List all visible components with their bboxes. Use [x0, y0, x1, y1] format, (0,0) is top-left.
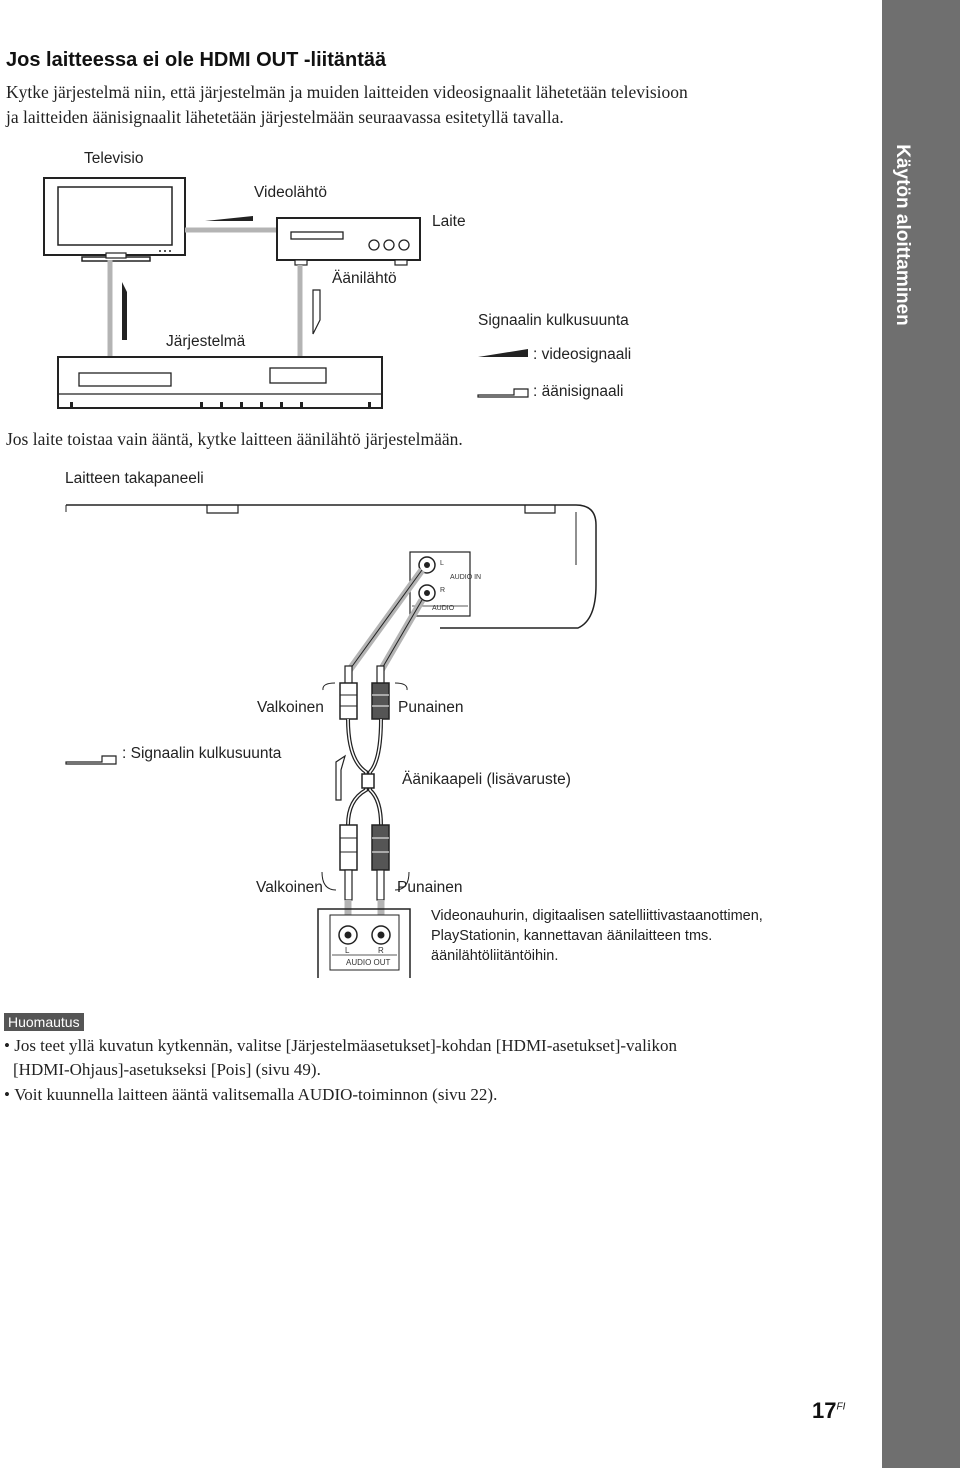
label-white-top: Valkoinen: [257, 699, 324, 716]
note-bullet-1-line-1: Jos teet yllä kuvatun kytkennän, valitse…: [14, 1036, 678, 1055]
note-bullet-2-text: Voit kuunnella laitteen ääntä valitsemal…: [14, 1085, 498, 1104]
section-heading: Jos laitteessa ei ole HDMI OUT -liitäntä…: [6, 49, 387, 71]
sources-line-2: PlayStationin, kannettavan äänilaitteen …: [431, 928, 713, 944]
note-bullet-2: • Voit kuunnella laitteen ääntä valitsem…: [4, 1085, 498, 1104]
label-audio-out: Äänilähtö: [332, 270, 397, 287]
cable-splitter: [361, 773, 375, 789]
intro-line-1: Kytke järjestelmä niin, että järjestelmä…: [6, 82, 688, 102]
out-l-label: L: [345, 946, 350, 955]
top-plugs: [322, 665, 408, 720]
video-signal-arrow: [205, 216, 253, 221]
television-illustration: [43, 177, 186, 262]
note-bullet-1-line-2: [HDMI-Ohjaus]-asetukseksi [Pois] (sivu 4…: [13, 1060, 321, 1079]
label-white-bottom: Valkoinen: [256, 879, 323, 896]
note-badge: Huomautus: [4, 1013, 84, 1031]
device-illustration: [276, 217, 421, 266]
section-sidebar: [882, 0, 960, 1468]
legend-audio-label: : äänisignaali: [533, 383, 624, 400]
note-bullet-1: • Jos teet yllä kuvatun kytkennän, valit…: [4, 1036, 678, 1055]
page-number-suffix: FI: [836, 1401, 846, 1413]
audio-out-label: AUDIO OUT: [346, 958, 391, 967]
page-number: 17FI: [812, 1398, 845, 1424]
legend-signal-label: : Signaalin kulkusuunta: [122, 745, 282, 762]
sources-line-3: äänilähtöliitäntöihin.: [431, 948, 559, 964]
audio-out-panel: [317, 908, 411, 978]
page-number-value: 17: [812, 1398, 837, 1423]
jack-r-label: R: [440, 587, 446, 594]
label-device: Laite: [432, 213, 466, 230]
rear-panel-illustration: [65, 504, 597, 629]
audio-only-instruction: Jos laite toistaa vain ääntä, kytke lait…: [6, 429, 463, 449]
label-system: Järjestelmä: [166, 333, 246, 350]
audio-label: AUDIO: [432, 605, 455, 612]
label-red-top: Punainen: [398, 699, 464, 716]
label-rear-panel: Laitteen takapaneeli: [65, 470, 204, 487]
cable-signal-arrow: [335, 754, 347, 801]
audio-down-arrow: [312, 289, 321, 335]
audio-in-label: AUDIO IN: [450, 574, 482, 581]
label-red-bottom: Punainen: [397, 879, 463, 896]
label-television: Televisio: [84, 150, 144, 167]
jack-l-label: L: [440, 560, 444, 567]
system-illustration: [57, 356, 383, 409]
legend-video-arrow: [478, 349, 528, 357]
label-signal-direction: Signaalin kulkusuunta: [478, 312, 629, 329]
legend-audio-arrow: [477, 388, 529, 398]
bottom-plugs: [321, 824, 410, 901]
intro-line-2: ja laitteiden äänisignaalit lähetetään j…: [6, 107, 564, 127]
legend-signal-arrow: [65, 755, 117, 765]
video-up-arrow: [122, 282, 127, 292]
out-r-label: R: [378, 946, 384, 955]
label-video-out: Videolähtö: [254, 184, 327, 201]
legend-video-label: : videosignaali: [533, 346, 632, 363]
sources-line-1: Videonauhurin, digitaalisen satelliittiv…: [431, 908, 763, 924]
label-audio-cable: Äänikaapeli (lisävaruste): [402, 771, 571, 788]
